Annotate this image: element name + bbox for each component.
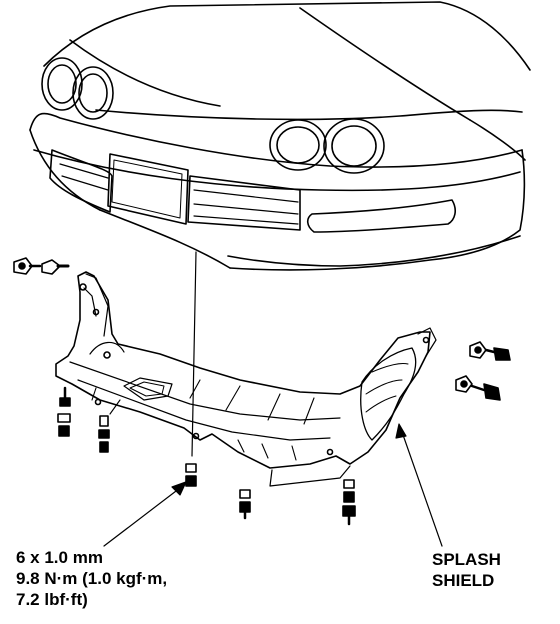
bolt-icon (57, 386, 71, 437)
torque-spec-line2: 7.2 lbf·ft) (16, 590, 88, 609)
headlight-right-inner (323, 118, 385, 174)
center-recess (123, 377, 173, 401)
marker-light-right (306, 199, 457, 233)
headlight-left-inner (72, 66, 114, 120)
part-leader-line (401, 431, 443, 547)
fastener-spec-callout: 6 x 1.0 mm 9.8 N·m (1.0 kgf·m, 7.2 lbf·f… (16, 547, 167, 610)
spec-leader-arrowhead (171, 481, 187, 496)
hood-outline (43, 1, 531, 71)
bumper-body (33, 149, 521, 192)
bumper-top (29, 112, 523, 168)
fastener-size-label: 6 x 1.0 mm (16, 548, 103, 567)
bolt-icon (98, 415, 110, 453)
part-label-line2: SHIELD (432, 571, 495, 590)
headlight-left-outer (41, 57, 83, 111)
bolt-icon (41, 259, 70, 275)
leader-lines (103, 251, 443, 547)
vertical-alignment-line (191, 251, 197, 457)
car-front-illustration (29, 1, 531, 271)
torque-spec-line1: 9.8 N·m (1.0 kgf·m, (16, 569, 168, 588)
fasteners (13, 257, 511, 526)
spec-leader-line (103, 487, 181, 547)
part-label-line1: SPLASH (432, 550, 501, 569)
headlight-right-outer (269, 119, 327, 171)
part-leader-arrowhead (395, 423, 407, 439)
splash-shield-outline (55, 271, 431, 469)
grille-opening (49, 149, 113, 213)
bolt-icon (342, 479, 356, 526)
splash-shield-callout: SPLASH SHIELD (432, 549, 501, 591)
splash-shield-part (55, 271, 437, 487)
mount-hole (79, 283, 87, 291)
clip-icon (13, 257, 42, 275)
windshield-line (299, 7, 471, 121)
license-plate (107, 153, 189, 225)
clip-icon (469, 341, 511, 361)
fender-flap (360, 347, 417, 441)
fender-right (469, 119, 526, 161)
bumper-lower-edge (99, 209, 231, 269)
bolt-icon (239, 489, 251, 520)
bolt-icon (455, 375, 501, 401)
hood-crease (95, 109, 523, 121)
bolt-icon (185, 463, 197, 487)
